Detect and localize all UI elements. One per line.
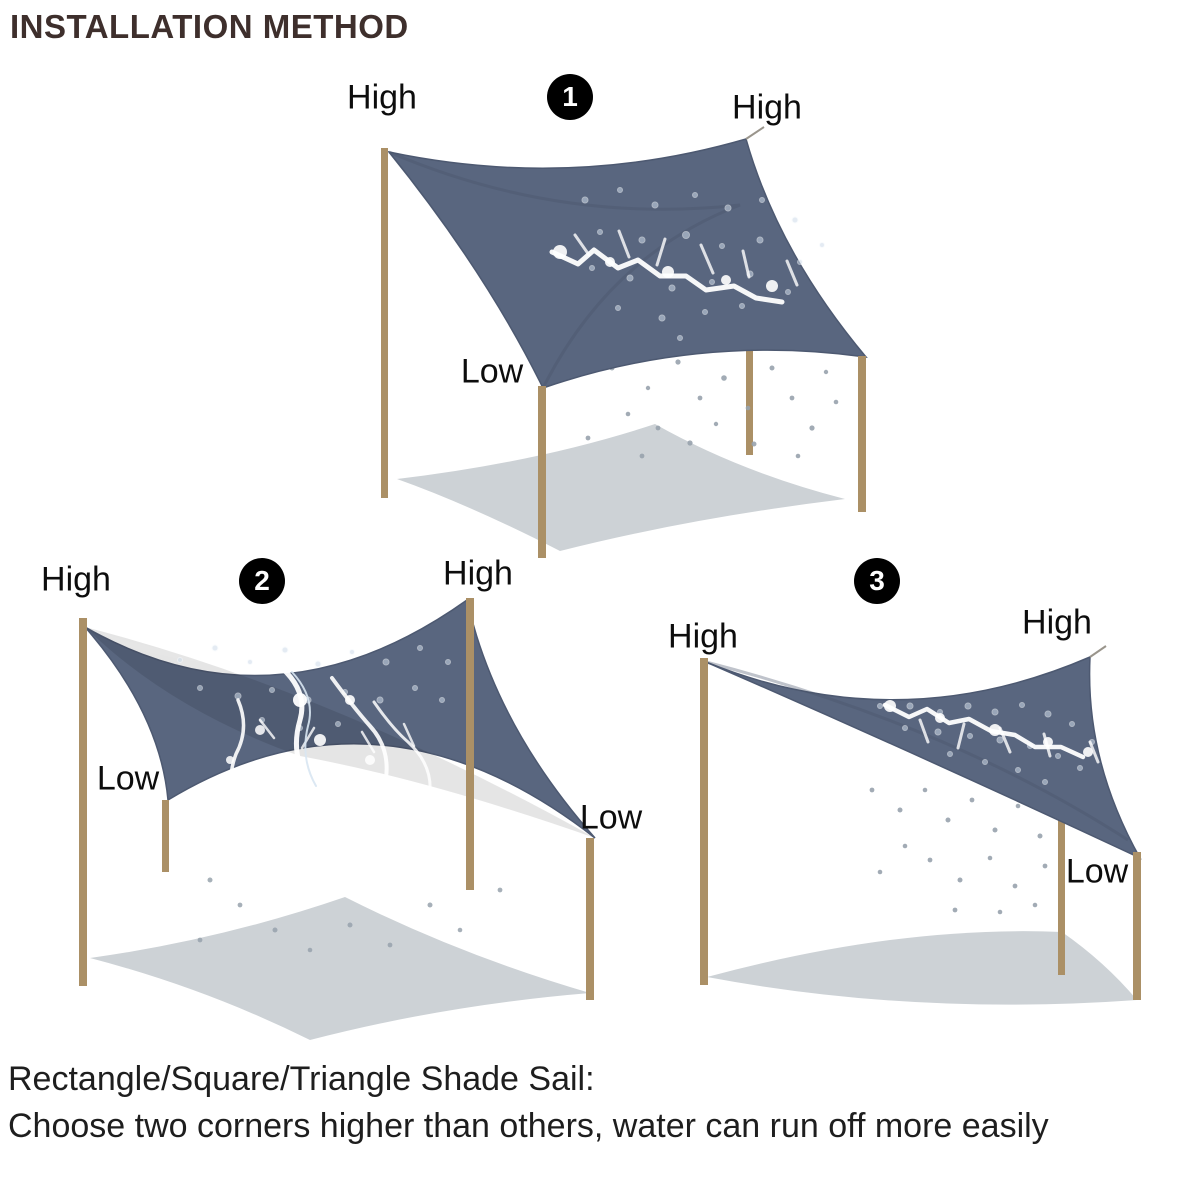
diagram2-number-badge: 2 (239, 558, 285, 604)
post-left-3 (700, 658, 708, 985)
post-left-1 (381, 148, 388, 498)
post-left-2 (79, 618, 87, 986)
diagram3-number-badge: 3 (854, 558, 900, 604)
post-front-right-2 (586, 838, 594, 1000)
post-right-2 (466, 598, 474, 890)
post-back-1 (746, 255, 753, 455)
diagram2-high-left-label: High (41, 560, 111, 599)
sail-crease-1 (388, 150, 741, 389)
diagram2-low-right-label: Low (579, 798, 643, 837)
sail-crease-3 (705, 660, 1129, 842)
diagram1-low-label: Low (460, 352, 524, 391)
caption-line-2: Choose two corners higher than others, w… (8, 1107, 1049, 1145)
falling-droplets-3 (869, 787, 1063, 915)
diagram3-low-label: Low (1065, 852, 1129, 891)
diagram1-number-badge: 1 (547, 74, 593, 120)
diagram1-high-right-label: High (732, 88, 802, 127)
post-middle-1 (538, 386, 546, 558)
ground-shadow-1 (397, 424, 845, 551)
diagram3-high-right-label: High (1022, 603, 1092, 642)
water-splash-1 (549, 229, 799, 305)
diagram-2-art (79, 598, 596, 1040)
falling-droplets-2 (197, 877, 503, 953)
diagram-3-art (700, 645, 1142, 1005)
falling-droplets-1 (585, 359, 839, 459)
ground-shadow-2 (90, 897, 590, 1040)
corner-cord-3 (1089, 645, 1107, 658)
sail-fold-light-2 (85, 600, 467, 662)
post-small-2 (162, 800, 169, 872)
page-title: INSTALLATION METHOD (10, 8, 409, 45)
diagram2-low-left-label: Low (96, 759, 160, 798)
shade-sail-3 (705, 655, 1142, 860)
post-right-3 (1133, 852, 1141, 1000)
corner-cord-1 (745, 126, 765, 140)
diagram-1-art (381, 126, 868, 558)
diagram2-high-right-label: High (443, 554, 513, 593)
diagram3-high-left-label: High (668, 617, 738, 656)
diagram1-high-left-label: High (347, 78, 417, 117)
ground-shadow-3 (707, 931, 1137, 1005)
post-right-1 (858, 356, 866, 512)
water-splash-3 (882, 700, 1100, 764)
sail-droplets-1 (581, 187, 825, 341)
caption-line-1: Rectangle/Square/Triangle Shade Sail: (8, 1060, 595, 1098)
post-back-3 (1058, 770, 1065, 975)
water-cascade-2 (226, 665, 448, 900)
